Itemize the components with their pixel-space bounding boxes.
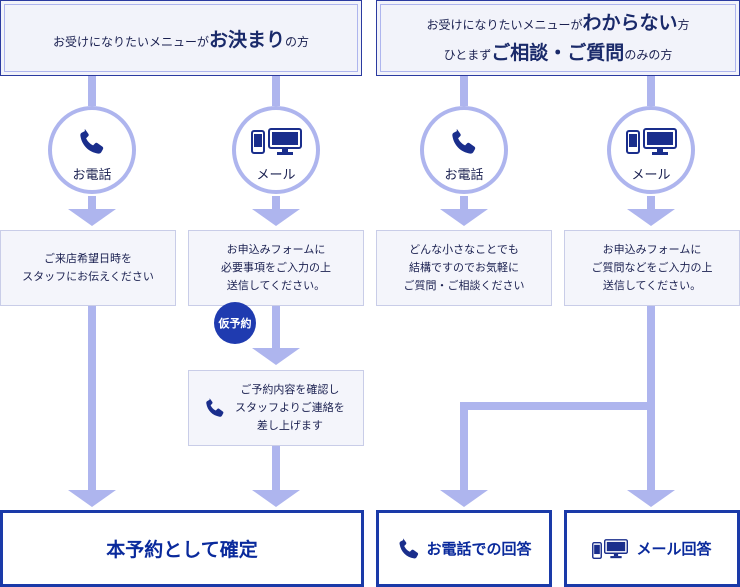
header-emphasis: お決まり: [208, 29, 285, 51]
arrow-down: [252, 490, 300, 507]
circle-label: メール: [631, 168, 671, 183]
final-text: メール回答: [636, 540, 712, 558]
connector-line: [647, 306, 655, 492]
header-emphasis: わからない: [582, 12, 678, 34]
connector-line: [460, 402, 655, 410]
step-text: ご予約内容を確認し スタッフよりご連絡を 差し上げます: [235, 383, 345, 432]
connector-line: [272, 306, 280, 350]
step-box-question-form: お申込みフォームに ご質問などをご入力の上 送信してください。: [564, 230, 740, 306]
step-box-consult: どんな小さなことでも 結構ですのでお気軽に ご質問・ご相談ください: [376, 230, 552, 306]
arrow-down: [627, 490, 675, 507]
step-box-form: お申込みフォームに 必要事項をご入力の上 送信してください。: [188, 230, 364, 306]
arrow-down: [68, 209, 116, 226]
header-text: 方: [677, 18, 690, 32]
connector-line: [460, 402, 468, 492]
arrow-down: [68, 490, 116, 507]
final-confirm: 本予約として確定: [0, 510, 364, 587]
circle-mail: メール: [232, 106, 320, 194]
arrow-down: [440, 490, 488, 507]
header-text: のみの方: [624, 48, 673, 62]
header-decided: お受けになりたいメニューがお決まりの方: [0, 0, 362, 76]
header-text: お受けになりたいメニューが: [426, 18, 583, 32]
connector-line: [88, 196, 96, 210]
circle-mail: メール: [607, 106, 695, 194]
phone-icon: [80, 128, 104, 154]
header-text: の方: [285, 35, 310, 49]
header-text: お受けになりたいメニューが: [52, 35, 209, 49]
monitor-icon: [642, 128, 677, 155]
provisional-badge: 仮予約: [214, 302, 256, 344]
circle-label: メール: [256, 168, 296, 183]
smartphone-icon: [592, 541, 603, 559]
phone-icon: [206, 398, 224, 417]
circle-phone: お電話: [48, 106, 136, 194]
connector-line: [647, 76, 655, 106]
connector-line: [272, 196, 280, 210]
connector-line: [460, 196, 468, 210]
step-box-visit: ご来店希望日時を スタッフにお伝えください: [0, 230, 176, 306]
final-text: お電話での回答: [426, 540, 532, 558]
circle-label: お電話: [444, 168, 484, 183]
phone-icon: [452, 128, 476, 154]
header-undecided: お受けになりたいメニューがわからない方 ひとまずご相談・ご質問のみの方: [376, 0, 740, 76]
connector-line: [460, 76, 468, 106]
circle-phone: お電話: [420, 106, 508, 194]
connector-line: [647, 196, 655, 210]
arrow-down: [252, 348, 300, 365]
phone-icon: [400, 537, 419, 558]
connector-line: [272, 446, 280, 492]
final-mail-answer: メール回答: [564, 510, 740, 587]
circle-label: お電話: [72, 168, 112, 183]
step-box-contact: ご予約内容を確認し スタッフよりご連絡を 差し上げます: [188, 370, 364, 446]
header-emphasis: ご相談・ご質問: [491, 42, 625, 64]
step-text: ご来店希望日時を スタッフにお伝えください: [22, 252, 154, 283]
monitor-icon: [604, 538, 629, 558]
smartphone-icon: [625, 130, 640, 154]
connector-line: [272, 76, 280, 106]
final-phone-answer: お電話での回答: [376, 510, 552, 587]
header-text: ひとまず: [443, 48, 492, 62]
step-text: お申込みフォームに 必要事項をご入力の上 送信してください。: [221, 243, 331, 292]
connector-line: [88, 306, 96, 492]
smartphone-icon: [250, 130, 265, 154]
arrow-down: [627, 209, 675, 226]
final-text: 本予約として確定: [106, 539, 258, 561]
arrow-down: [440, 209, 488, 226]
connector-line: [88, 76, 96, 106]
step-text: お申込みフォームに ご質問などをご入力の上 送信してください。: [591, 243, 713, 292]
step-text: どんな小さなことでも 結構ですのでお気軽に ご質問・ご相談ください: [403, 243, 525, 292]
monitor-icon: [267, 128, 302, 155]
badge-text: 仮予約: [218, 317, 252, 330]
arrow-down: [252, 209, 300, 226]
